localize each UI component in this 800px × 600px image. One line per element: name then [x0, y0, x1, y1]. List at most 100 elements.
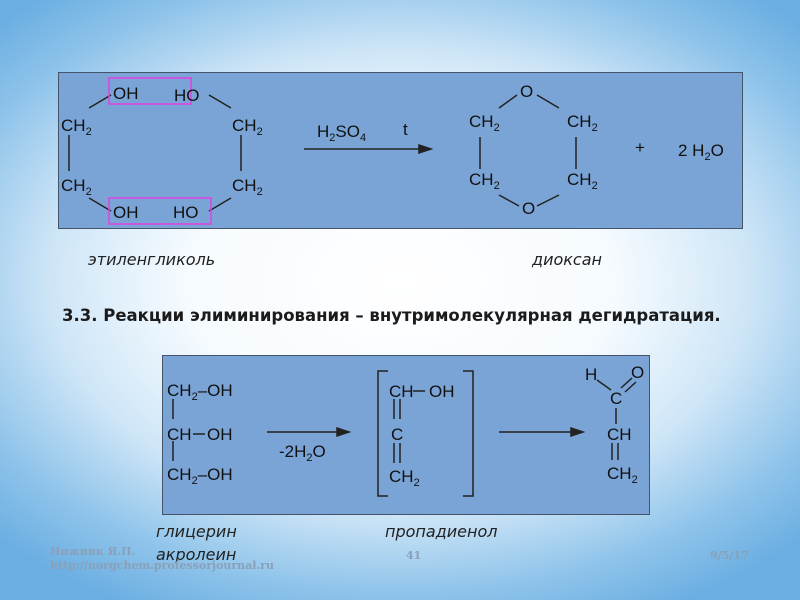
svg-text:CH2: CH2: [61, 116, 92, 138]
footer-page-number: 41: [406, 549, 422, 562]
svg-text:H2SO4: H2SO4: [317, 122, 366, 144]
bond: [498, 94, 518, 109]
section-heading: 3.3. Реакции элиминирования – внутримоле…: [62, 306, 721, 325]
reaction-panel-acrolein: CH2–OH CH OH CH2–OH -2H2O CH OH C CH2 H …: [162, 355, 650, 515]
propadienol-ch2: CH: [389, 467, 414, 486]
highlight-box-bottom: [108, 197, 212, 225]
acrolein-h: H: [585, 365, 597, 384]
bracket-left: [377, 370, 388, 497]
catalyst-so: SO: [335, 122, 360, 141]
dioxane-ch-tr: CH: [567, 112, 592, 131]
svg-text:CH2: CH2: [389, 467, 420, 489]
double-bond: [624, 381, 637, 393]
ch2-left-top: CH: [61, 116, 86, 135]
bond: [596, 379, 612, 391]
glycerol-ch2-bot: CH: [167, 465, 192, 484]
reagent-sub: 2: [306, 452, 312, 464]
catalyst-h: H: [317, 122, 329, 141]
temperature-label: t: [403, 120, 408, 139]
dioxane-ch-bl: CH: [469, 170, 494, 189]
bond: [208, 94, 232, 109]
arrow-head: [570, 426, 586, 438]
catalyst-sub4: 4: [360, 132, 366, 144]
glycerol-oh-top: OH: [207, 381, 233, 400]
water-sub: 2: [704, 151, 710, 163]
dioxane-ch-br: CH: [567, 170, 592, 189]
subscript: 2: [257, 186, 263, 198]
footer-date: 9/5/17: [710, 549, 749, 562]
svg-text:CH: CH: [167, 425, 192, 444]
oh-top-left: OH: [113, 84, 139, 103]
catalyst-sub2: 2: [329, 132, 335, 144]
propadienol-ch: CH: [389, 382, 414, 401]
ch2-right-top: CH: [232, 116, 257, 135]
ho-bottom-right: HO: [173, 203, 199, 222]
glycerol-ch-mid: CH: [167, 425, 192, 444]
svg-text:CH2: CH2: [232, 176, 263, 198]
acrolein-c: C: [610, 389, 622, 408]
ho-top-right: HO: [174, 86, 200, 105]
subscript: 2: [257, 126, 263, 138]
glycerol-oh-mid: OH: [207, 425, 233, 444]
acrolein-reaction-scheme: CH2–OH CH OH CH2–OH -2H2O CH OH C CH2 H …: [167, 363, 644, 497]
bond: [536, 194, 560, 207]
bracket-right: [463, 370, 474, 497]
subscript: 2: [592, 180, 598, 192]
svg-text:CH2: CH2: [567, 112, 598, 134]
propadienol-c: C: [391, 425, 403, 444]
dioxane-ch-tl: CH: [469, 112, 494, 131]
subscript: 2: [86, 186, 92, 198]
dioxane-o-bottom: O: [522, 199, 535, 218]
bond: [88, 94, 112, 109]
subscript: 2: [192, 475, 198, 487]
ch2-left-bottom: CH: [61, 176, 86, 195]
highlight-box-top: [108, 77, 192, 105]
ch2-right-bottom: CH: [232, 176, 257, 195]
plus-sign: +: [635, 138, 645, 157]
svg-text:2 H2O: 2 H2O: [678, 141, 724, 163]
dash: –: [198, 381, 208, 400]
bond: [88, 197, 112, 212]
acrolein-ch: CH: [607, 425, 632, 444]
subscript: 2: [632, 474, 638, 486]
subscript: 2: [494, 122, 500, 134]
propadienol-oh: OH: [429, 382, 455, 401]
glycerol-ch2-top: CH: [167, 381, 192, 400]
svg-text:-2H2O: -2H2O: [279, 442, 326, 464]
label-glycerol: глицерин: [156, 522, 237, 541]
double-bond: [620, 377, 633, 389]
bond: [208, 197, 232, 212]
subscript: 2: [192, 391, 198, 403]
reagent: -2H: [279, 442, 306, 461]
reaction-panel-dioxane: OH HO CH2 CH2 CH2 CH2 OH HO H2SO4 t O CH…: [58, 72, 743, 229]
svg-text:CH2: CH2: [469, 170, 500, 192]
svg-text:CH2: CH2: [567, 170, 598, 192]
subscript: 2: [86, 126, 92, 138]
label-ethylene-glycol: этиленгликоль: [88, 250, 216, 269]
dash: –: [198, 465, 208, 484]
footer-url: http://norgchem.professorjournal.ru: [50, 559, 275, 572]
subscript: 2: [414, 477, 420, 489]
subscript: 2: [592, 122, 598, 134]
subscript: 2: [494, 180, 500, 192]
bond: [498, 194, 520, 207]
svg-text:CH2: CH2: [469, 112, 500, 134]
reagent-o: O: [313, 442, 326, 461]
svg-text:CH2: CH2: [61, 176, 92, 198]
label-dioxane: диоксан: [532, 250, 602, 269]
glycerol-oh-bot: OH: [207, 465, 233, 484]
label-propadienol: пропадиенол: [385, 522, 498, 541]
water-coef: 2 H: [678, 141, 704, 160]
footer-author: Нижник Я.П.: [50, 545, 136, 558]
acrolein-o: O: [631, 363, 644, 382]
svg-text:CH2–OH: CH2–OH: [167, 465, 233, 487]
arrow-head: [336, 426, 352, 438]
dioxane-o-top: O: [520, 82, 533, 101]
oh-bottom-left: OH: [113, 203, 139, 222]
water-o: O: [711, 141, 724, 160]
svg-text:CH2: CH2: [232, 116, 263, 138]
svg-text:CH2: CH2: [607, 464, 638, 486]
dioxane-reaction-scheme: OH HO CH2 CH2 CH2 CH2 OH HO H2SO4 t O CH…: [61, 77, 724, 225]
bond: [536, 94, 560, 109]
label-acrolein: акролеин: [156, 545, 237, 564]
